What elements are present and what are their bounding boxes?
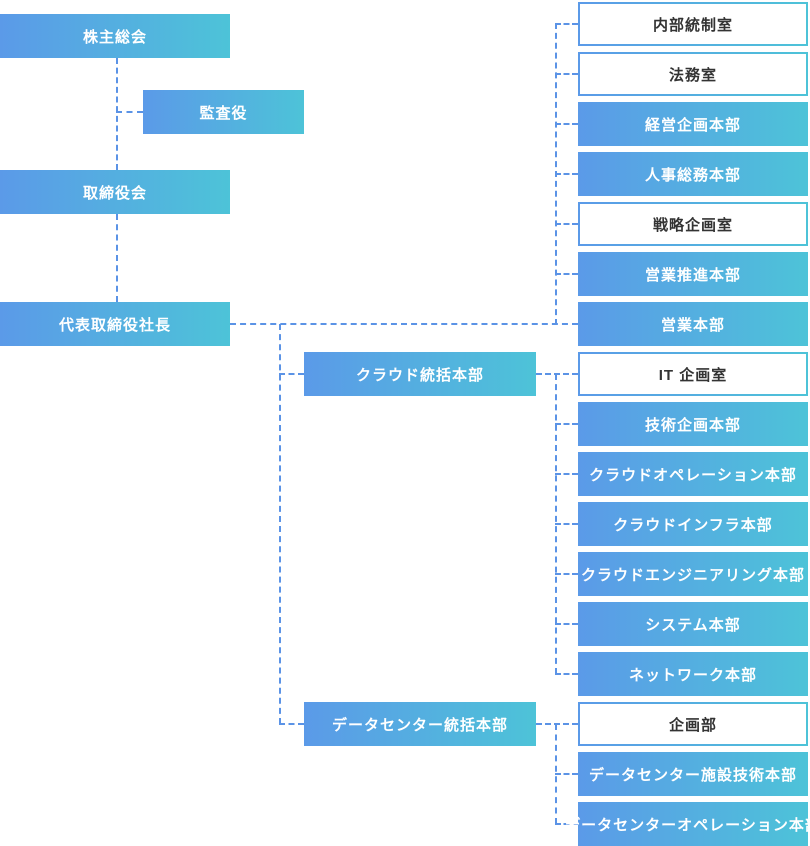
org-node-board-of-directors: 取締役会 bbox=[0, 170, 230, 214]
connector-stub-cloud-engineering bbox=[555, 573, 578, 575]
connector-shareholders-to-board bbox=[116, 58, 118, 170]
org-node-auditor: 監査役 bbox=[143, 90, 304, 134]
connector-stub-technology-planning bbox=[555, 423, 578, 425]
connector-stub-cloud-infra bbox=[555, 523, 578, 525]
org-node-internal-control-office: 内部統制室 bbox=[578, 2, 808, 46]
org-node-planning-dept: 企画部 bbox=[578, 702, 808, 746]
connector-stub-hr-general-affairs bbox=[555, 173, 578, 175]
org-node-sales-promotion-hq: 営業推進本部 bbox=[578, 252, 808, 296]
org-node-cloud-operation-hq: クラウドオペレーション本部 bbox=[578, 452, 808, 496]
org-node-dc-facility-engineering-hq: データセンター施設技術本部 bbox=[578, 752, 808, 796]
org-node-hr-general-affairs-hq: 人事総務本部 bbox=[578, 152, 808, 196]
org-node-cloud-infra-hq: クラウドインフラ本部 bbox=[578, 502, 808, 546]
connector-stub-network bbox=[555, 673, 578, 675]
org-node-strategic-planning-office: 戦略企画室 bbox=[578, 202, 808, 246]
connector-stub-system bbox=[555, 623, 578, 625]
connector-stub-legal bbox=[555, 73, 578, 75]
connector-stub-cloud-operation bbox=[555, 473, 578, 475]
org-node-legal-office: 法務室 bbox=[578, 52, 808, 96]
connector-president-to-staff-column bbox=[230, 323, 578, 325]
connector-trunk-to-cloud-division bbox=[279, 373, 304, 375]
connector-cloud-division-out bbox=[536, 373, 578, 375]
connector-stub-dc-operation bbox=[555, 823, 578, 825]
org-node-dc-operation-hq: データセンターオペレーション本部 bbox=[565, 802, 810, 846]
connector-stub-corporate-planning bbox=[555, 123, 578, 125]
connector-datacenter-division-out bbox=[536, 723, 578, 725]
connector-stub-dc-facility bbox=[555, 773, 578, 775]
org-node-datacenter-division: データセンター統括本部 bbox=[304, 702, 536, 746]
org-node-president: 代表取締役社長 bbox=[0, 302, 230, 346]
connector-trunk-to-datacenter-division bbox=[279, 723, 304, 725]
connector-board-to-president bbox=[116, 214, 118, 302]
connector-trunk-to-auditor bbox=[116, 111, 143, 113]
connector-stub-sales-promotion bbox=[555, 273, 578, 275]
connector-stub-strategic-planning bbox=[555, 223, 578, 225]
org-node-cloud-division: クラウド統括本部 bbox=[304, 352, 536, 396]
org-node-it-planning-office: IT 企画室 bbox=[578, 352, 808, 396]
org-node-technology-planning-hq: 技術企画本部 bbox=[578, 402, 808, 446]
org-node-shareholders-meeting: 株主総会 bbox=[0, 14, 230, 58]
org-node-network-hq: ネットワーク本部 bbox=[578, 652, 808, 696]
org-node-sales-hq: 営業本部 bbox=[578, 302, 808, 346]
org-node-system-hq: システム本部 bbox=[578, 602, 808, 646]
connector-stub-internal-control bbox=[555, 23, 578, 25]
org-node-cloud-engineering-hq: クラウドエンジニアリング本部 bbox=[578, 552, 808, 596]
connector-division-trunk bbox=[279, 324, 281, 724]
org-node-corporate-planning-hq: 経営企画本部 bbox=[578, 102, 808, 146]
